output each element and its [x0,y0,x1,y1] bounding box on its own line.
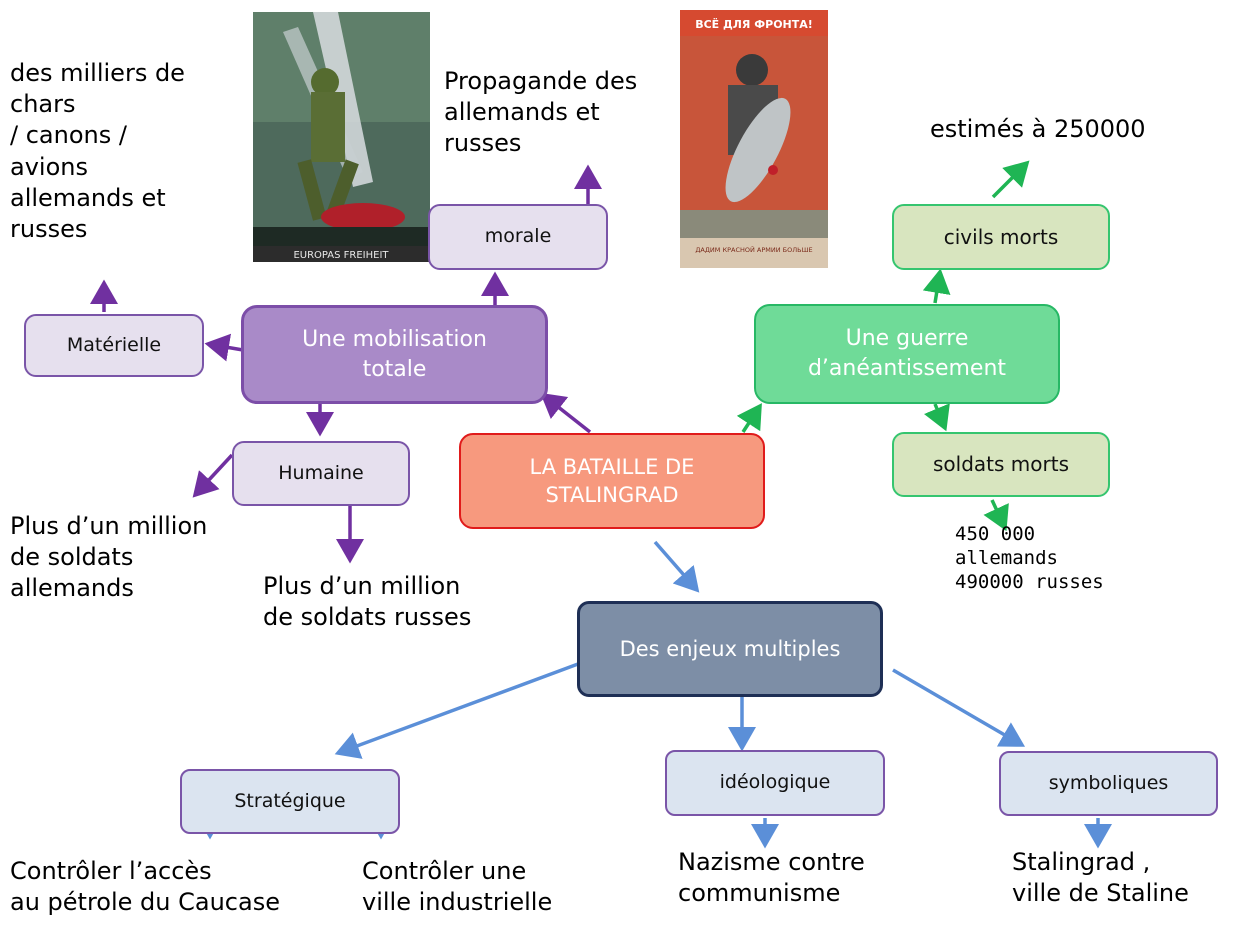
arrow-humaine-to-german-note [192,453,234,498]
soviet-propaganda-poster: ВСЁ ДЛЯ ФРОНТА! ДАДИМ КРАСНОЙ АРМИИ БОЛЬ… [680,10,828,268]
node-ideologique: idéologique [665,750,885,816]
node-civils-morts: civils morts [892,204,1110,270]
node-morale: morale [428,204,608,270]
note-soldats-russes: Plus d’un million de soldats russes [263,572,472,632]
node-symboliques: symboliques [999,751,1218,816]
note-propagande: Propagande des allemands et russes [444,67,638,158]
note-materiel: des milliers de chars / canons / avions … [10,59,185,243]
german-propaganda-poster: EUROPAS FREIHEIT [253,12,430,262]
german-poster-caption: EUROPAS FREIHEIT [293,250,389,261]
note-petrole-caucase: Contrôler l’accès au pétrole du Caucase [10,857,280,917]
morale-label: morale [484,225,552,248]
symboliques-label: symboliques [1048,771,1169,794]
node-strategique: Stratégique [180,769,400,834]
arrow-enjeux-to-symboliques [892,668,1026,747]
node-materielle: Matérielle [24,314,204,377]
soviet-poster-caption: ДАДИМ КРАСНОЙ АРМИИ БОЛЬШЕ [695,245,812,254]
arrow-soldats-to-note [983,499,1009,532]
note-ville-industrielle: Contrôler une ville industrielle [362,857,553,917]
arrow-guerre-to-civils [922,268,951,304]
node-enjeux-multiples: Des enjeux multiples [577,601,883,697]
arrow-civils-to-note [991,160,1030,199]
note-nazisme-communisme: Nazisme contre communisme [678,848,865,908]
note-soldats-morts: 450 000 allemands 490000 russes [955,523,1104,593]
german-poster-illustration: EUROPAS FREIHEIT [253,12,430,262]
arrow-mobilisation-to-materielle [204,333,244,362]
note-ville-de-staline: Stalingrad , ville de Staline [1012,848,1189,908]
arrow-enjeux-to-strategique [334,662,579,759]
center-node-label: LA BATAILLE DE STALINGRAD [529,454,695,507]
soviet-poster-illustration: ВСЁ ДЛЯ ФРОНТА! ДАДИМ КРАСНОЙ АРМИИ БОЛЬ… [680,10,828,268]
arrow-center-to-mobilisation [540,392,592,434]
humaine-label: Humaine [278,461,364,484]
node-humaine: Humaine [232,441,410,506]
soviet-poster-title: ВСЁ ДЛЯ ФРОНТА! [695,17,813,31]
arrow-center-to-guerre [736,403,762,433]
note-soldats-allemands: Plus d’un million de soldats allemands [10,512,208,603]
center-node-bataille: LA BATAILLE DE STALINGRAD [459,433,765,529]
materielle-label: Matérielle [66,333,162,356]
node-mobilisation-totale: Une mobilisation totale [241,305,548,404]
node-guerre-aneantissement: Une guerre d’anéantissement [754,304,1060,404]
arrow-center-to-enjeux [653,540,700,593]
strategique-label: Stratégique [234,789,346,812]
civils-label: civils morts [943,224,1059,249]
guerre-label: Une guerre d’anéantissement [807,326,1007,381]
mobilisation-label: Une mobilisation totale [302,326,487,382]
note-civils-estimes: estimés à 250000 [930,115,1146,143]
enjeux-label: Des enjeux multiples [619,636,841,661]
soldats-label: soldats morts [933,452,1069,476]
arrow-guerre-to-soldats [924,403,950,432]
ideologique-label: idéologique [719,771,831,794]
node-soldats-morts: soldats morts [892,432,1110,497]
